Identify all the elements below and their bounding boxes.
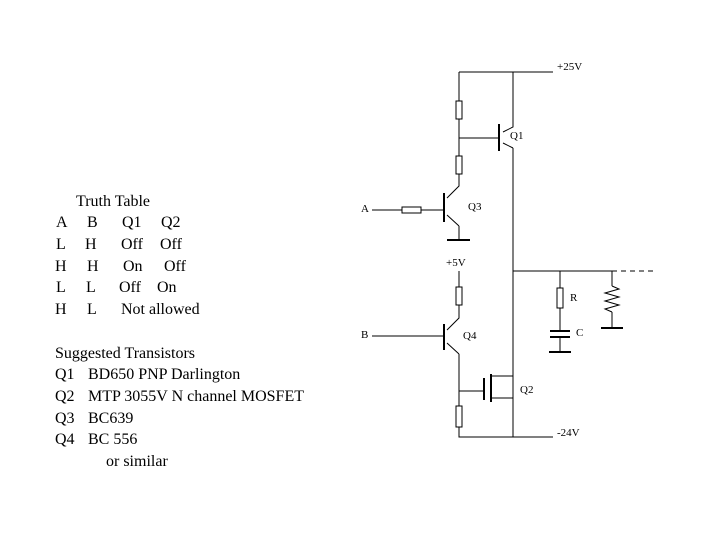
transistor-q3 [443,193,460,227]
wire-q1-emitter [502,72,514,133]
resistor-input-a [401,206,422,214]
suggested-part-q4: BC 556 [88,431,138,448]
row1-q2: Off [160,236,182,253]
resistor-q2-gate [455,405,463,428]
load-resistor-zigzag [603,285,621,313]
suggested-footnote: or similar [106,453,168,470]
row1-q1: Off [121,236,143,253]
row2-b: H [87,258,99,275]
label-capacitor-c: C [576,327,584,339]
suggested-ref-q3: Q3 [55,410,75,427]
wire-q4-emitter [446,305,460,331]
resistor-q1-base [455,100,463,120]
transistor-q2 [483,374,492,402]
label-input-b: B [361,329,369,341]
truth-table-title: Truth Table [76,193,150,210]
label-minus-24v: -24V [557,427,580,439]
suggested-part-q1: BD650 PNP Darlington [88,366,241,383]
row2-q1: On [123,258,143,275]
label-q3: Q3 [468,201,482,213]
suggested-title: Suggested Transistors [55,345,196,362]
row1-a: L [56,236,66,253]
label-q1: Q1 [510,130,524,142]
transistor-q1 [498,124,514,151]
header-q2: Q2 [161,214,181,231]
header-a: A [56,214,68,231]
row3-a: L [56,279,66,296]
label-q2: Q2 [520,384,534,396]
header-b: B [87,214,98,231]
row2-a: H [55,258,67,275]
label-input-a: A [361,203,369,215]
capacitor-c [550,330,570,338]
label-plus-5v: +5V [446,257,466,269]
label-plus-25v: +25V [557,61,583,73]
wire-q3-collector [446,174,460,199]
row4-a: H [55,301,67,318]
suggested-ref-q1: Q1 [55,366,75,383]
transistor-q4 [443,324,460,355]
label-q4: Q4 [463,330,477,342]
label-resistor-r: R [570,292,578,304]
row3-q2: On [157,279,177,296]
suggested-ref-q2: Q2 [55,388,75,405]
suggested-part-q3: BC639 [88,410,134,427]
row3-b: L [86,279,96,296]
resistor-q3-collector [455,155,463,175]
row3-q1: Off [119,279,141,296]
row2-q2: Off [164,258,186,275]
suggested-part-q2: MTP 3055V N channel MOSFET [88,388,304,405]
resistor-q4-emitter [455,286,463,306]
row1-b: H [85,236,97,253]
row4-b: L [87,301,97,318]
row4-q1: Not allowed [121,301,200,318]
resistor-r [556,287,564,309]
header-q1: Q1 [122,214,142,231]
wire-resistor-return [458,427,513,438]
suggested-ref-q4: Q4 [55,431,75,448]
